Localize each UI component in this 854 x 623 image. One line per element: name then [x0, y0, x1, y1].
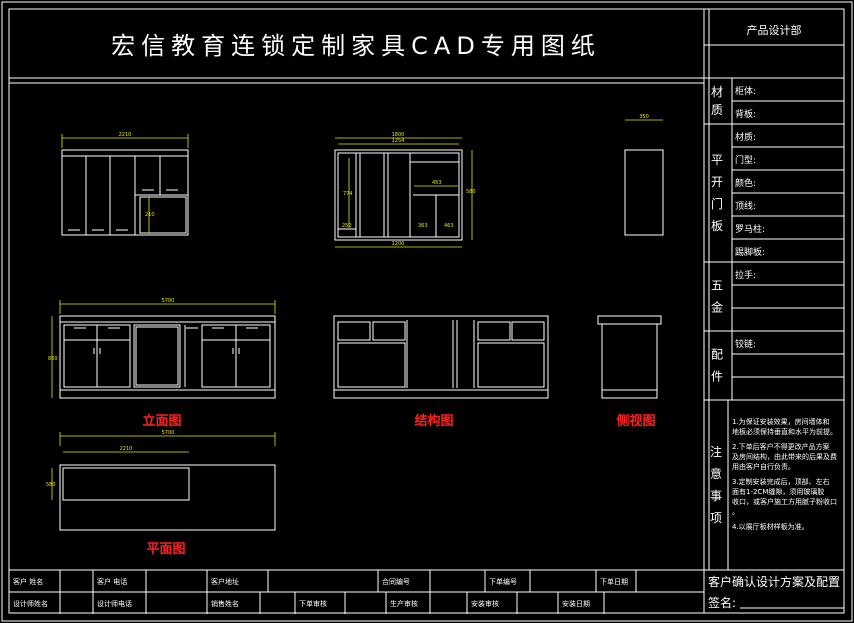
spec-row-label: 顶线: — [735, 200, 756, 212]
svg-text:1254: 1254 — [392, 138, 405, 144]
inner-frame — [8, 8, 845, 614]
svg-text:5700: 5700 — [162, 298, 175, 304]
material-section: 柜体: 背板: — [704, 85, 844, 125]
label-plan-view: 平面图 — [146, 542, 185, 557]
note-line: 面有1-2CM缝隙，须用玻璃胶 — [732, 487, 824, 496]
svg-text:580: 580 — [46, 482, 56, 488]
spec-row-label: 拉手: — [735, 269, 756, 281]
footer-cell: 销售姓名 — [211, 599, 239, 608]
svg-text:580: 580 — [466, 189, 476, 195]
fittings-header: 配件 — [711, 348, 723, 384]
upper-side-view: 350 — [624, 114, 664, 236]
sign-label: 签名: — [708, 595, 736, 610]
material-header: 材质 — [711, 85, 723, 117]
label-front-view: 立面图 — [142, 413, 181, 429]
note-line: 及房间结构，由此带来的后果及费 — [732, 452, 837, 461]
svg-text:350: 350 — [639, 114, 649, 120]
plan-view: 5700 2210 580 — [46, 430, 276, 531]
door-header: 平开门板 — [711, 153, 723, 233]
footer-cell: 合同编号 — [382, 577, 410, 586]
spec-row-label: 罗马柱: — [735, 223, 765, 235]
footer-cell: 生产审核 — [390, 599, 418, 608]
svg-text:880: 880 — [48, 356, 58, 362]
spec-row-label: 门型: — [735, 154, 756, 166]
footer-cell: 下单审核 — [299, 599, 327, 608]
note-line: 。 — [732, 508, 739, 516]
footer-cell: 下单日期 — [600, 577, 628, 586]
door-section: 材质: 门型: 颜色: 顶线: 罗马柱: 踢脚板: — [704, 131, 844, 263]
confirm-label: 客户确认设计方案及配置 — [708, 574, 840, 589]
spec-row-label: 背板: — [735, 108, 756, 120]
note-line: 收口，或客户施工方用腻子粉收口 — [732, 497, 837, 506]
note-line: 3.定制安装完成后，顶部、左右 — [732, 477, 830, 486]
spec-row-label: 踢脚板: — [735, 246, 765, 258]
footer-cell: 设计师电话 — [97, 599, 132, 608]
svg-text:250: 250 — [342, 223, 352, 229]
upper-front-view: 2210 210 — [61, 132, 189, 236]
upper-structure-view: 1800 1254 774 453 580 250 363 463 1200 — [334, 132, 476, 248]
spec-row-label: 颜色: — [735, 177, 756, 189]
footer-cell: 客户 姓名 — [13, 577, 43, 586]
note-line: 用由客户自行负责。 — [732, 462, 795, 471]
lower-side-view — [597, 315, 662, 399]
note-line: 1.为保证安装效果，房间墙体和 — [732, 417, 830, 426]
dim-upper-front-inner: 210 — [145, 212, 155, 218]
spec-row-label: 材质: — [735, 131, 756, 143]
svg-text:463: 463 — [444, 223, 454, 229]
spec-row-label: 柜体: — [735, 85, 756, 97]
footer-cell: 设计师姓名 — [13, 599, 48, 608]
note-line: 4.以展厅板材样板为准。 — [732, 522, 809, 531]
footer-cell: 安装日期 — [562, 599, 590, 608]
lower-structure-view — [333, 315, 549, 399]
svg-text:774: 774 — [343, 191, 353, 197]
lower-front-view: 5700 880 — [48, 298, 276, 399]
svg-text:453: 453 — [432, 180, 442, 186]
dept-label: 产品设计部 — [747, 23, 802, 37]
label-side-view: 侧视图 — [616, 413, 655, 429]
footer-cell: 客户地址 — [211, 577, 239, 586]
svg-text:2210: 2210 — [120, 446, 133, 452]
footer-cell: 安装审核 — [471, 599, 499, 608]
note-line: 地板必须保持垂直和水平为前提。 — [732, 427, 837, 436]
svg-text:1800: 1800 — [392, 132, 405, 138]
hardware-section: 拉手: 铰链: — [704, 269, 844, 401]
footer-cell: 客户 电话 — [97, 577, 127, 586]
notes-header: 注意事项 — [710, 444, 722, 525]
label-structure-view: 结构图 — [414, 413, 453, 429]
svg-text:1200: 1200 — [392, 241, 405, 247]
note-line: 2.下单后客户不得更改产品方案 — [732, 442, 830, 451]
dim-upper-front-width: 2210 — [119, 132, 132, 138]
sheet-title: 宏信教育连锁定制家具CAD专用图纸 — [111, 32, 601, 60]
footer-cell: 下单编号 — [489, 577, 517, 586]
spec-row-label: 铰链: — [735, 338, 756, 350]
svg-text:5700: 5700 — [162, 430, 175, 436]
hardware-header: 五金 — [711, 279, 723, 315]
svg-text:363: 363 — [418, 223, 428, 229]
